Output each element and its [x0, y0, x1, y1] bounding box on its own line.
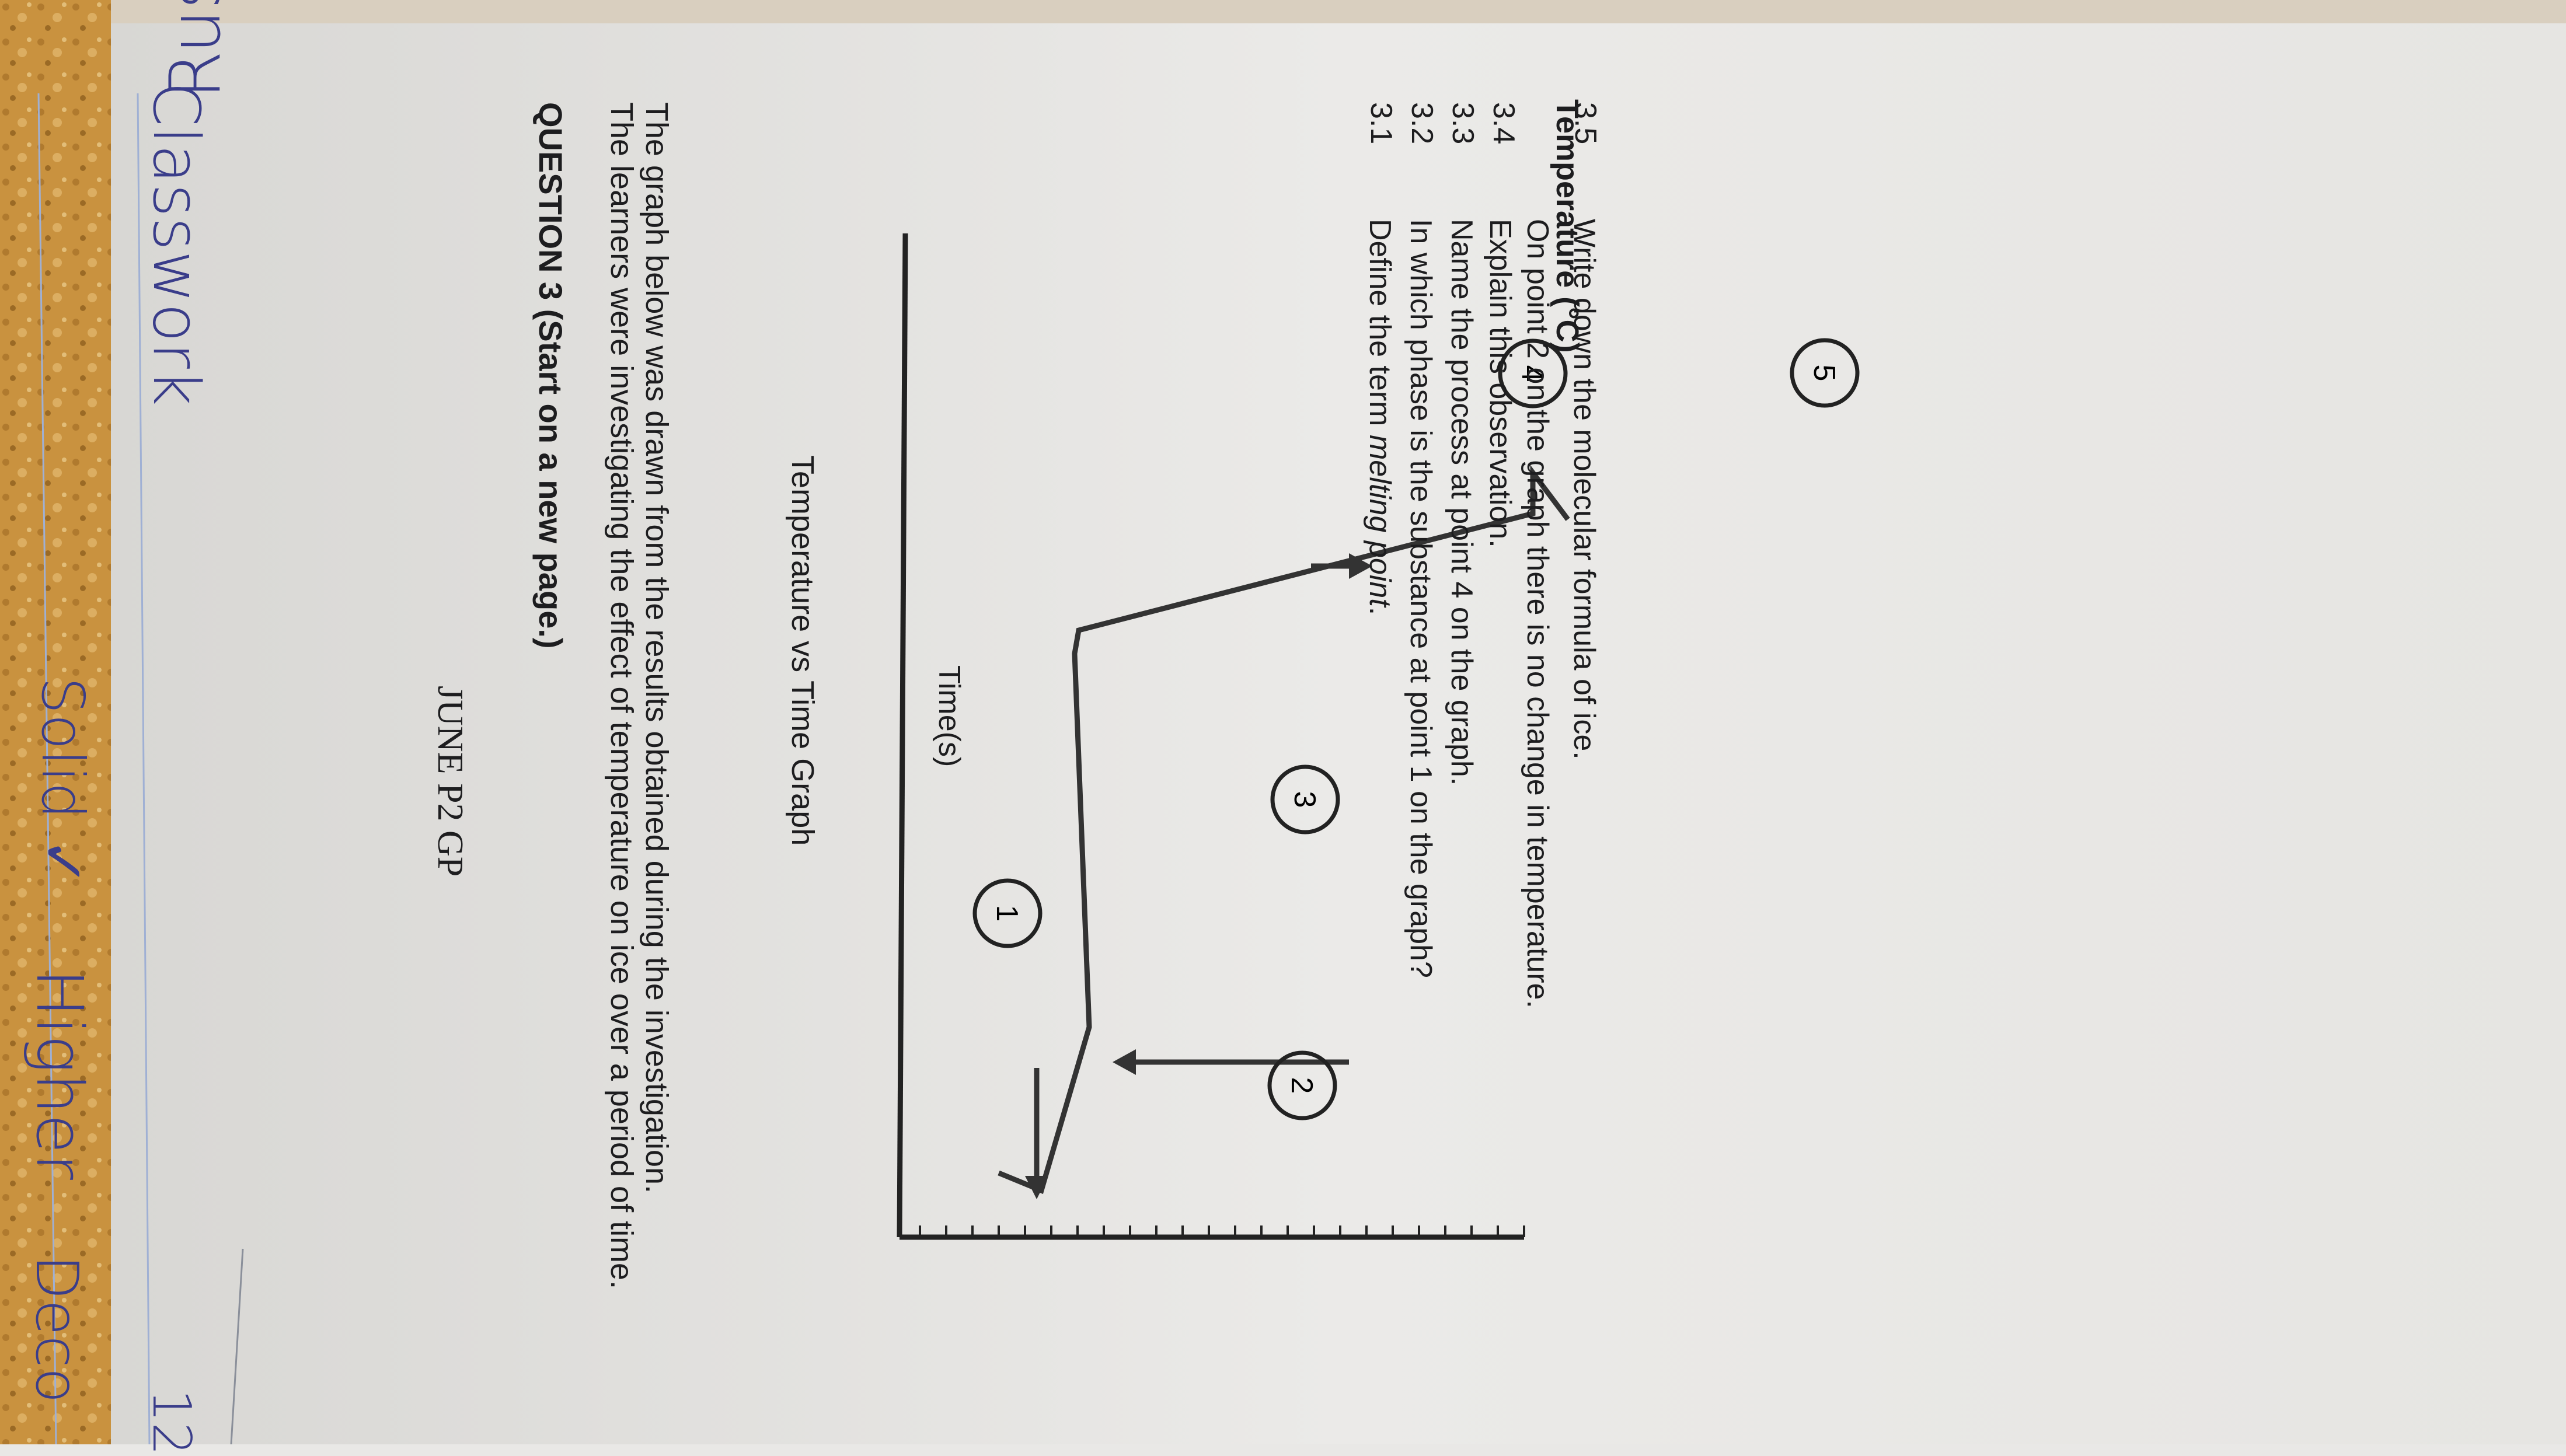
point-1-marker: 1 — [972, 878, 1043, 948]
heating-curve — [998, 465, 1570, 1195]
point-5-marker: 5 — [1790, 338, 1860, 408]
point-2-marker: 2 — [1267, 1050, 1337, 1120]
q-3-1-number: 3.1 — [1364, 102, 1398, 145]
arrow-head-4 — [1349, 553, 1372, 579]
q-3-5-text: Write down the molecular formula of ice. — [1567, 219, 1601, 760]
point-3-marker: 3 — [1270, 764, 1340, 835]
q-3-2-number: 3.2 — [1405, 102, 1439, 145]
svg-text:5: 5 — [1807, 365, 1841, 382]
arrow-head-2 — [1113, 1049, 1136, 1075]
svg-text:1: 1 — [990, 905, 1024, 922]
q-3-1-prefix: Define the term — [1363, 219, 1397, 435]
q-3-1-italic: melting point — [1363, 434, 1397, 607]
q-3-3-text: Name the process at point 4 on the graph… — [1445, 219, 1479, 786]
arrow-head-1 — [1025, 1176, 1048, 1199]
x-axis — [897, 233, 908, 1238]
q-3-1-text: Define the term melting point. — [1361, 219, 1399, 615]
q-3-2-text: In which phase is the substance at point… — [1404, 219, 1438, 978]
wood-table — [0, 0, 117, 1444]
paper-top-band — [111, 0, 2566, 23]
paper-sheet — [111, 0, 2566, 1444]
y-axis-ticks — [919, 1225, 1525, 1237]
svg-text:3: 3 — [1288, 791, 1322, 808]
svg-text:2: 2 — [1285, 1077, 1319, 1094]
point-4-marker: 4 — [1498, 338, 1568, 408]
svg-text:4: 4 — [1515, 365, 1549, 382]
q-3-3-number: 3.3 — [1446, 102, 1480, 145]
q-3-5-number: 3.5 — [1568, 102, 1602, 145]
q-3-4-number: 3.4 — [1487, 102, 1521, 145]
q-3-1-tail: . — [1363, 606, 1397, 616]
q-3-4-text: On point 2 on the graph there is no chan… — [1483, 219, 1554, 1008]
